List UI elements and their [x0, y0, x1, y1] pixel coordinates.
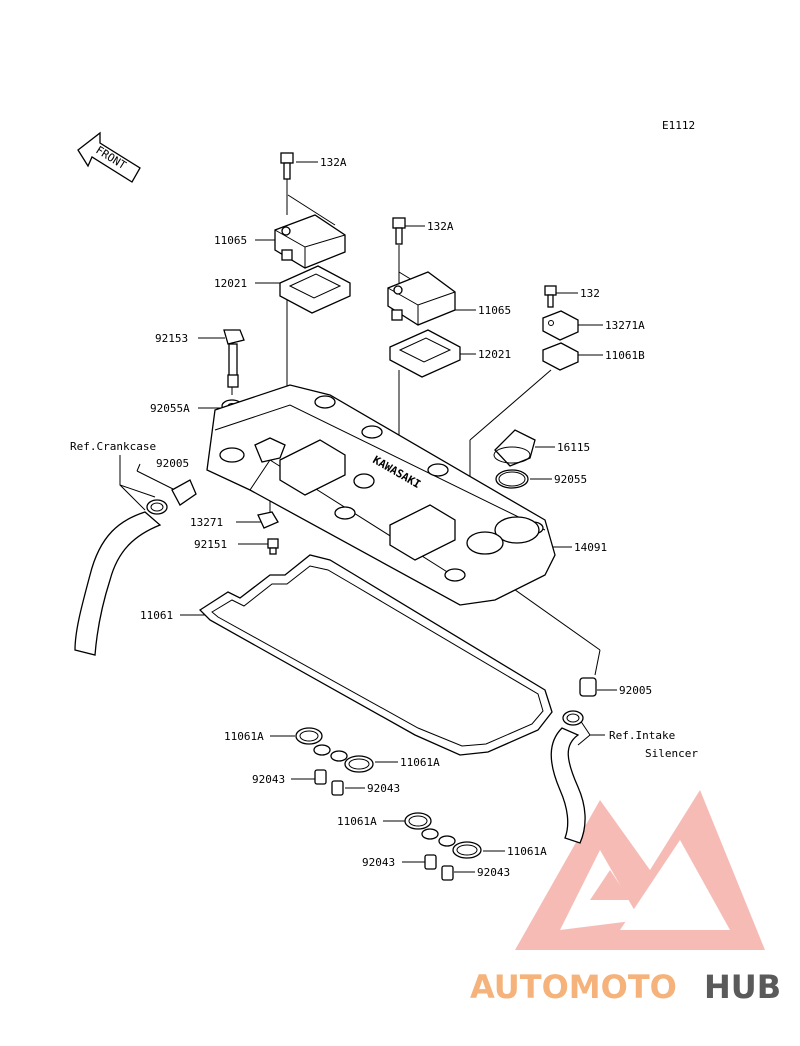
label-11065-1: 11065 [214, 234, 247, 247]
clamp-left [146, 499, 168, 515]
bolt-132a-left [280, 152, 294, 180]
label-92151: 92151 [194, 538, 227, 551]
label-ref-crankcase: Ref.Crankcase [70, 440, 156, 453]
gasket-11061b [542, 342, 579, 371]
label-12021-1: 12021 [214, 277, 247, 290]
leader-lines [119, 161, 617, 873]
diagram-id: E1112 [662, 119, 695, 132]
label-132a-2: 132A [427, 220, 454, 233]
label-11061a-2: 11061A [400, 756, 440, 769]
clip-13271 [257, 511, 279, 529]
front-arrow-icon: FRONT [77, 131, 141, 183]
watermark-logo [515, 790, 765, 950]
clamp-right [562, 710, 584, 726]
plate-12021-right [389, 329, 461, 378]
gasket-11061-inner [211, 565, 544, 747]
label-silencer: Silencer [645, 747, 698, 760]
fitting-92005-right [579, 677, 597, 697]
label-92153: 92153 [155, 332, 188, 345]
oil-cap-16115 [493, 429, 536, 467]
breather-cover-left [274, 214, 346, 269]
plate-13271a [542, 310, 579, 341]
label-92055a: 92055A [150, 402, 190, 415]
label-92043-4: 92043 [477, 866, 510, 879]
bolt-132a-right [392, 217, 406, 245]
label-92043-2: 92043 [367, 782, 400, 795]
label-14091: 14091 [574, 541, 607, 554]
label-132: 132 [580, 287, 600, 300]
label-ref-intake: Ref.Intake [609, 729, 675, 742]
label-11061a-3: 11061A [337, 815, 377, 828]
cylinder-head-cover-14091: KAWASAKI [206, 384, 556, 606]
bolt-92151 [267, 538, 279, 555]
label-11061a-4: 11061A [507, 845, 547, 858]
plate-12021-left [279, 265, 351, 314]
watermark-text-hub: HUB [704, 968, 781, 1006]
gasket-11061 [198, 554, 553, 756]
breather-cover-right [387, 271, 456, 326]
label-11065-2: 11065 [478, 304, 511, 317]
label-92043-3: 92043 [362, 856, 395, 869]
bolt-92153 [223, 329, 245, 388]
part-labels: 132A 132A 132 11065 11065 12021 12021 13… [70, 156, 698, 879]
label-132a-1: 132A [320, 156, 347, 169]
label-92005-1: 92005 [156, 457, 189, 470]
label-13271a: 13271A [605, 319, 645, 332]
seal-group-1 [295, 727, 374, 796]
o-ring-92055 [495, 469, 529, 489]
label-92055: 92055 [554, 473, 587, 486]
hose-crankcase [74, 511, 162, 656]
seal-group-2 [404, 812, 482, 881]
label-16115: 16115 [557, 441, 590, 454]
label-12021-2: 12021 [478, 348, 511, 361]
watermark-text-auto: AUTOMOTO [470, 968, 677, 1006]
label-92005-2: 92005 [619, 684, 652, 697]
fitting-92005-left [171, 479, 197, 506]
bolt-132 [544, 285, 557, 308]
label-11061: 11061 [140, 609, 173, 622]
hose-intake [550, 727, 586, 844]
label-11061b: 11061B [605, 349, 645, 362]
label-13271: 13271 [190, 516, 223, 529]
label-11061a-1: 11061A [224, 730, 264, 743]
label-92043-1: 92043 [252, 773, 285, 786]
